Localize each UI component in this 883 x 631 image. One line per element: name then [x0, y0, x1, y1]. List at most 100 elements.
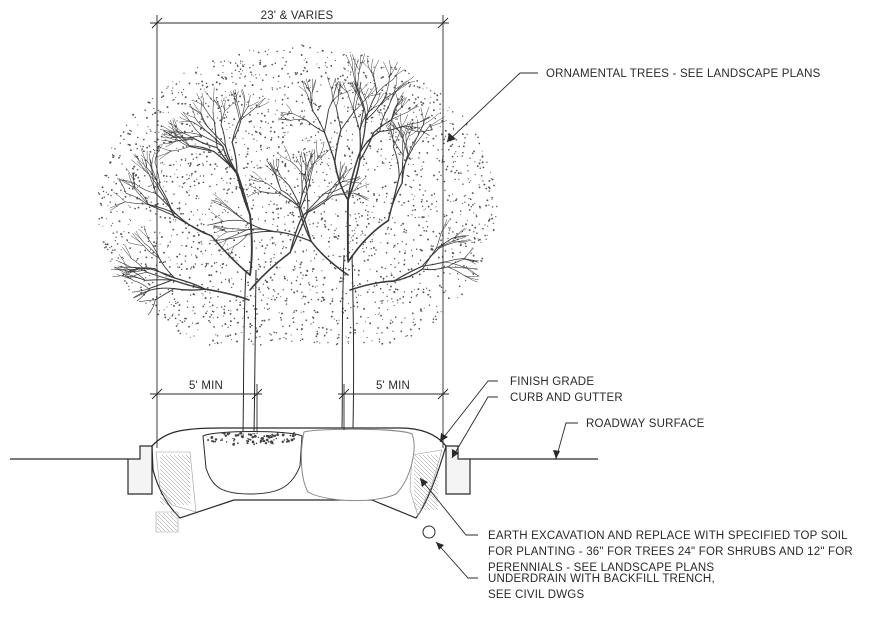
foliage-dot: [391, 164, 393, 166]
tree-branch: [227, 227, 248, 231]
foliage-dot: [331, 310, 334, 313]
foliage-dot: [378, 341, 381, 343]
foliage-dot: [422, 161, 425, 163]
foliage-dot: [191, 254, 193, 256]
foliage-dot: [257, 193, 260, 195]
tree-branch: [201, 93, 204, 107]
hatch-line: [170, 512, 178, 520]
foliage-dot: [287, 114, 289, 116]
foliage-dot: [215, 96, 218, 99]
foliage-dot: [161, 162, 164, 164]
foliage-dot: [421, 205, 424, 207]
foliage-dot: [152, 297, 155, 300]
foliage-dot: [355, 296, 358, 299]
tree-branch: [154, 288, 175, 301]
foliage-dot: [347, 336, 350, 339]
root-ball-dot: [223, 432, 226, 435]
root-ball-dot: [253, 433, 256, 435]
foliage-dot: [101, 197, 104, 200]
foliage-dot: [306, 137, 308, 139]
foliage-dot: [310, 260, 312, 262]
tree-branch: [214, 100, 222, 110]
foliage-dot: [241, 61, 243, 63]
root-ball-dot: [234, 434, 238, 437]
foliage-dot: [407, 200, 410, 203]
foliage-dot: [481, 161, 484, 164]
foliage-dot: [423, 229, 426, 232]
tree-branch: [323, 131, 336, 163]
foliage-dot: [227, 99, 230, 102]
foliage-dot: [491, 217, 494, 220]
foliage-dot: [259, 144, 262, 147]
foliage-dot: [436, 157, 438, 160]
foliage-dot: [445, 168, 448, 171]
foliage-dot: [296, 276, 299, 278]
foliage-dot: [381, 302, 383, 304]
foliage-dot: [219, 272, 222, 274]
foliage-dot: [219, 110, 221, 113]
foliage-dot: [221, 263, 224, 266]
foliage-dot: [366, 204, 368, 206]
foliage-dot: [235, 299, 237, 301]
foliage-dot: [157, 277, 159, 279]
foliage-dot: [184, 260, 186, 262]
foliage-dot: [374, 314, 376, 316]
foliage-dot: [265, 121, 267, 123]
root-ball-dot: [233, 439, 235, 442]
foliage-dot: [245, 224, 247, 227]
foliage-dot: [195, 197, 197, 200]
tree-branch: [359, 53, 365, 71]
foliage-dot: [373, 66, 375, 68]
foliage-dot: [350, 159, 352, 161]
foliage-dot: [177, 323, 179, 325]
foliage-dot: [419, 282, 421, 284]
tree-branch: [213, 225, 228, 229]
foliage-dot: [144, 263, 147, 266]
foliage-dot: [378, 307, 380, 309]
foliage-dot: [436, 210, 438, 212]
root-ball-dot: [241, 435, 244, 439]
foliage-dot: [233, 118, 236, 121]
foliage-dot: [437, 149, 439, 151]
foliage-dot: [224, 278, 227, 281]
foliage-dot: [163, 309, 165, 311]
foliage-dot: [114, 148, 116, 150]
foliage-dot: [188, 82, 191, 85]
tree-branch: [124, 244, 132, 259]
foliage-dot: [315, 335, 318, 338]
foliage-dot: [178, 202, 181, 204]
foliage-dot: [313, 309, 316, 312]
tree-branch: [323, 109, 329, 133]
foliage-dot: [198, 163, 201, 166]
left-offset-label: 5' MIN: [189, 380, 223, 392]
foliage-dot: [193, 335, 195, 337]
tree-branch: [155, 193, 177, 215]
foliage-dot: [321, 270, 323, 272]
foliage-dot: [102, 225, 104, 227]
foliage-dot: [191, 130, 194, 132]
tree-branch: [149, 279, 173, 289]
foliage-dot: [307, 301, 310, 304]
tree-branch: [172, 119, 178, 132]
foliage-dot: [323, 298, 326, 301]
foliage-dot: [275, 331, 278, 334]
tree-branch: [367, 104, 382, 114]
foliage-dot: [262, 65, 265, 68]
foliage-dot: [389, 138, 391, 141]
underdrain-arrow: [436, 542, 444, 550]
foliage-dot: [290, 282, 293, 284]
foliage-dot: [195, 255, 197, 257]
foliage-dot: [488, 187, 491, 190]
foliage-dot: [418, 273, 421, 276]
foliage-dot: [181, 94, 183, 96]
foliage-dot: [201, 263, 203, 266]
foliage-dot: [252, 75, 254, 77]
foliage-dot: [449, 227, 451, 229]
foliage-dot: [153, 191, 155, 193]
foliage-dot: [340, 135, 343, 138]
foliage-dot: [138, 184, 141, 187]
foliage-dot: [269, 264, 272, 266]
foliage-dot: [277, 80, 279, 83]
foliage-dot: [413, 324, 415, 326]
foliage-dot: [141, 226, 143, 228]
